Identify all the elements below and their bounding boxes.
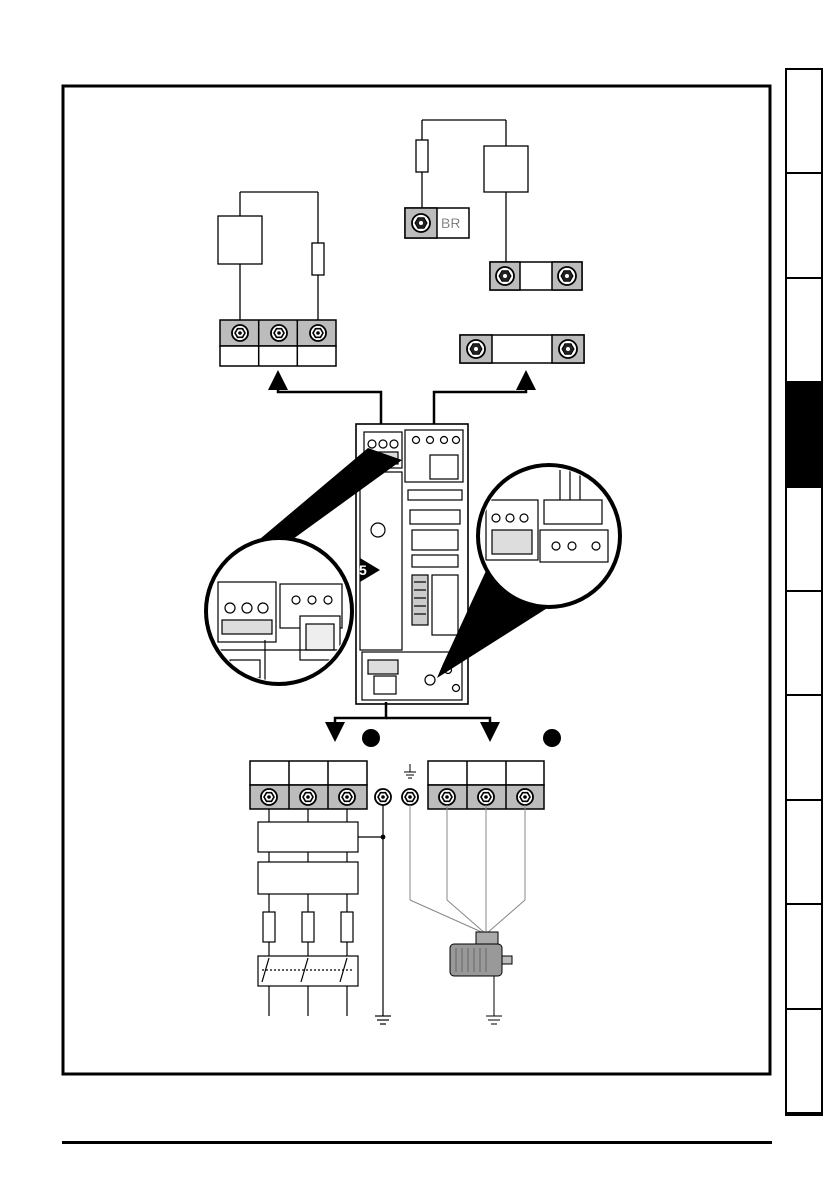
- resistor-left: [312, 243, 324, 275]
- brake-resistor-group: [405, 120, 584, 363]
- terminal-nut-icon: [339, 789, 355, 805]
- external-unit-box: [218, 216, 262, 264]
- terminal-nut-icon: [439, 789, 455, 805]
- ground-terminal-nut-icon: [402, 789, 418, 805]
- brake-terminal-label: BR: [441, 215, 460, 231]
- reference-dot: [362, 729, 380, 747]
- terminal-nut-icon: [310, 325, 326, 341]
- motor-icon: [450, 932, 512, 1024]
- terminal-bolt-icon: [558, 267, 576, 285]
- terminal-bolt-icon: [496, 267, 514, 285]
- terminal-bolt-icon: [559, 340, 577, 358]
- brake-terminal-bolt-icon: [412, 214, 430, 232]
- terminal-bolt-icon: [467, 340, 485, 358]
- terminal-nut-icon: [232, 325, 248, 341]
- resistor-brake: [416, 140, 428, 172]
- ground-terminal-nut-icon: [375, 789, 391, 805]
- terminal-nut-icon: [271, 325, 287, 341]
- terminal-nut-icon: [478, 789, 494, 805]
- ground-symbol-icon: [404, 764, 416, 778]
- terminal-nut-icon: [300, 789, 316, 805]
- line-filter-box: [258, 822, 358, 852]
- fuse: [302, 912, 314, 942]
- fuse: [341, 912, 353, 942]
- right-magnifier: [478, 465, 620, 607]
- motor-wiring: [410, 805, 525, 934]
- left-magnifier: [206, 538, 352, 690]
- fuse: [263, 912, 275, 942]
- callout-number: 5: [359, 562, 367, 578]
- external-unit-box: [484, 146, 528, 192]
- connection-arrows-top: [278, 380, 526, 424]
- connection-arrows-bottom: [335, 702, 490, 732]
- terminal-nut-icon: [261, 789, 277, 805]
- supply-wiring: [258, 805, 391, 1024]
- reference-dot: [543, 729, 561, 747]
- contactor-box: [258, 862, 358, 894]
- terminal-nut-icon: [517, 789, 533, 805]
